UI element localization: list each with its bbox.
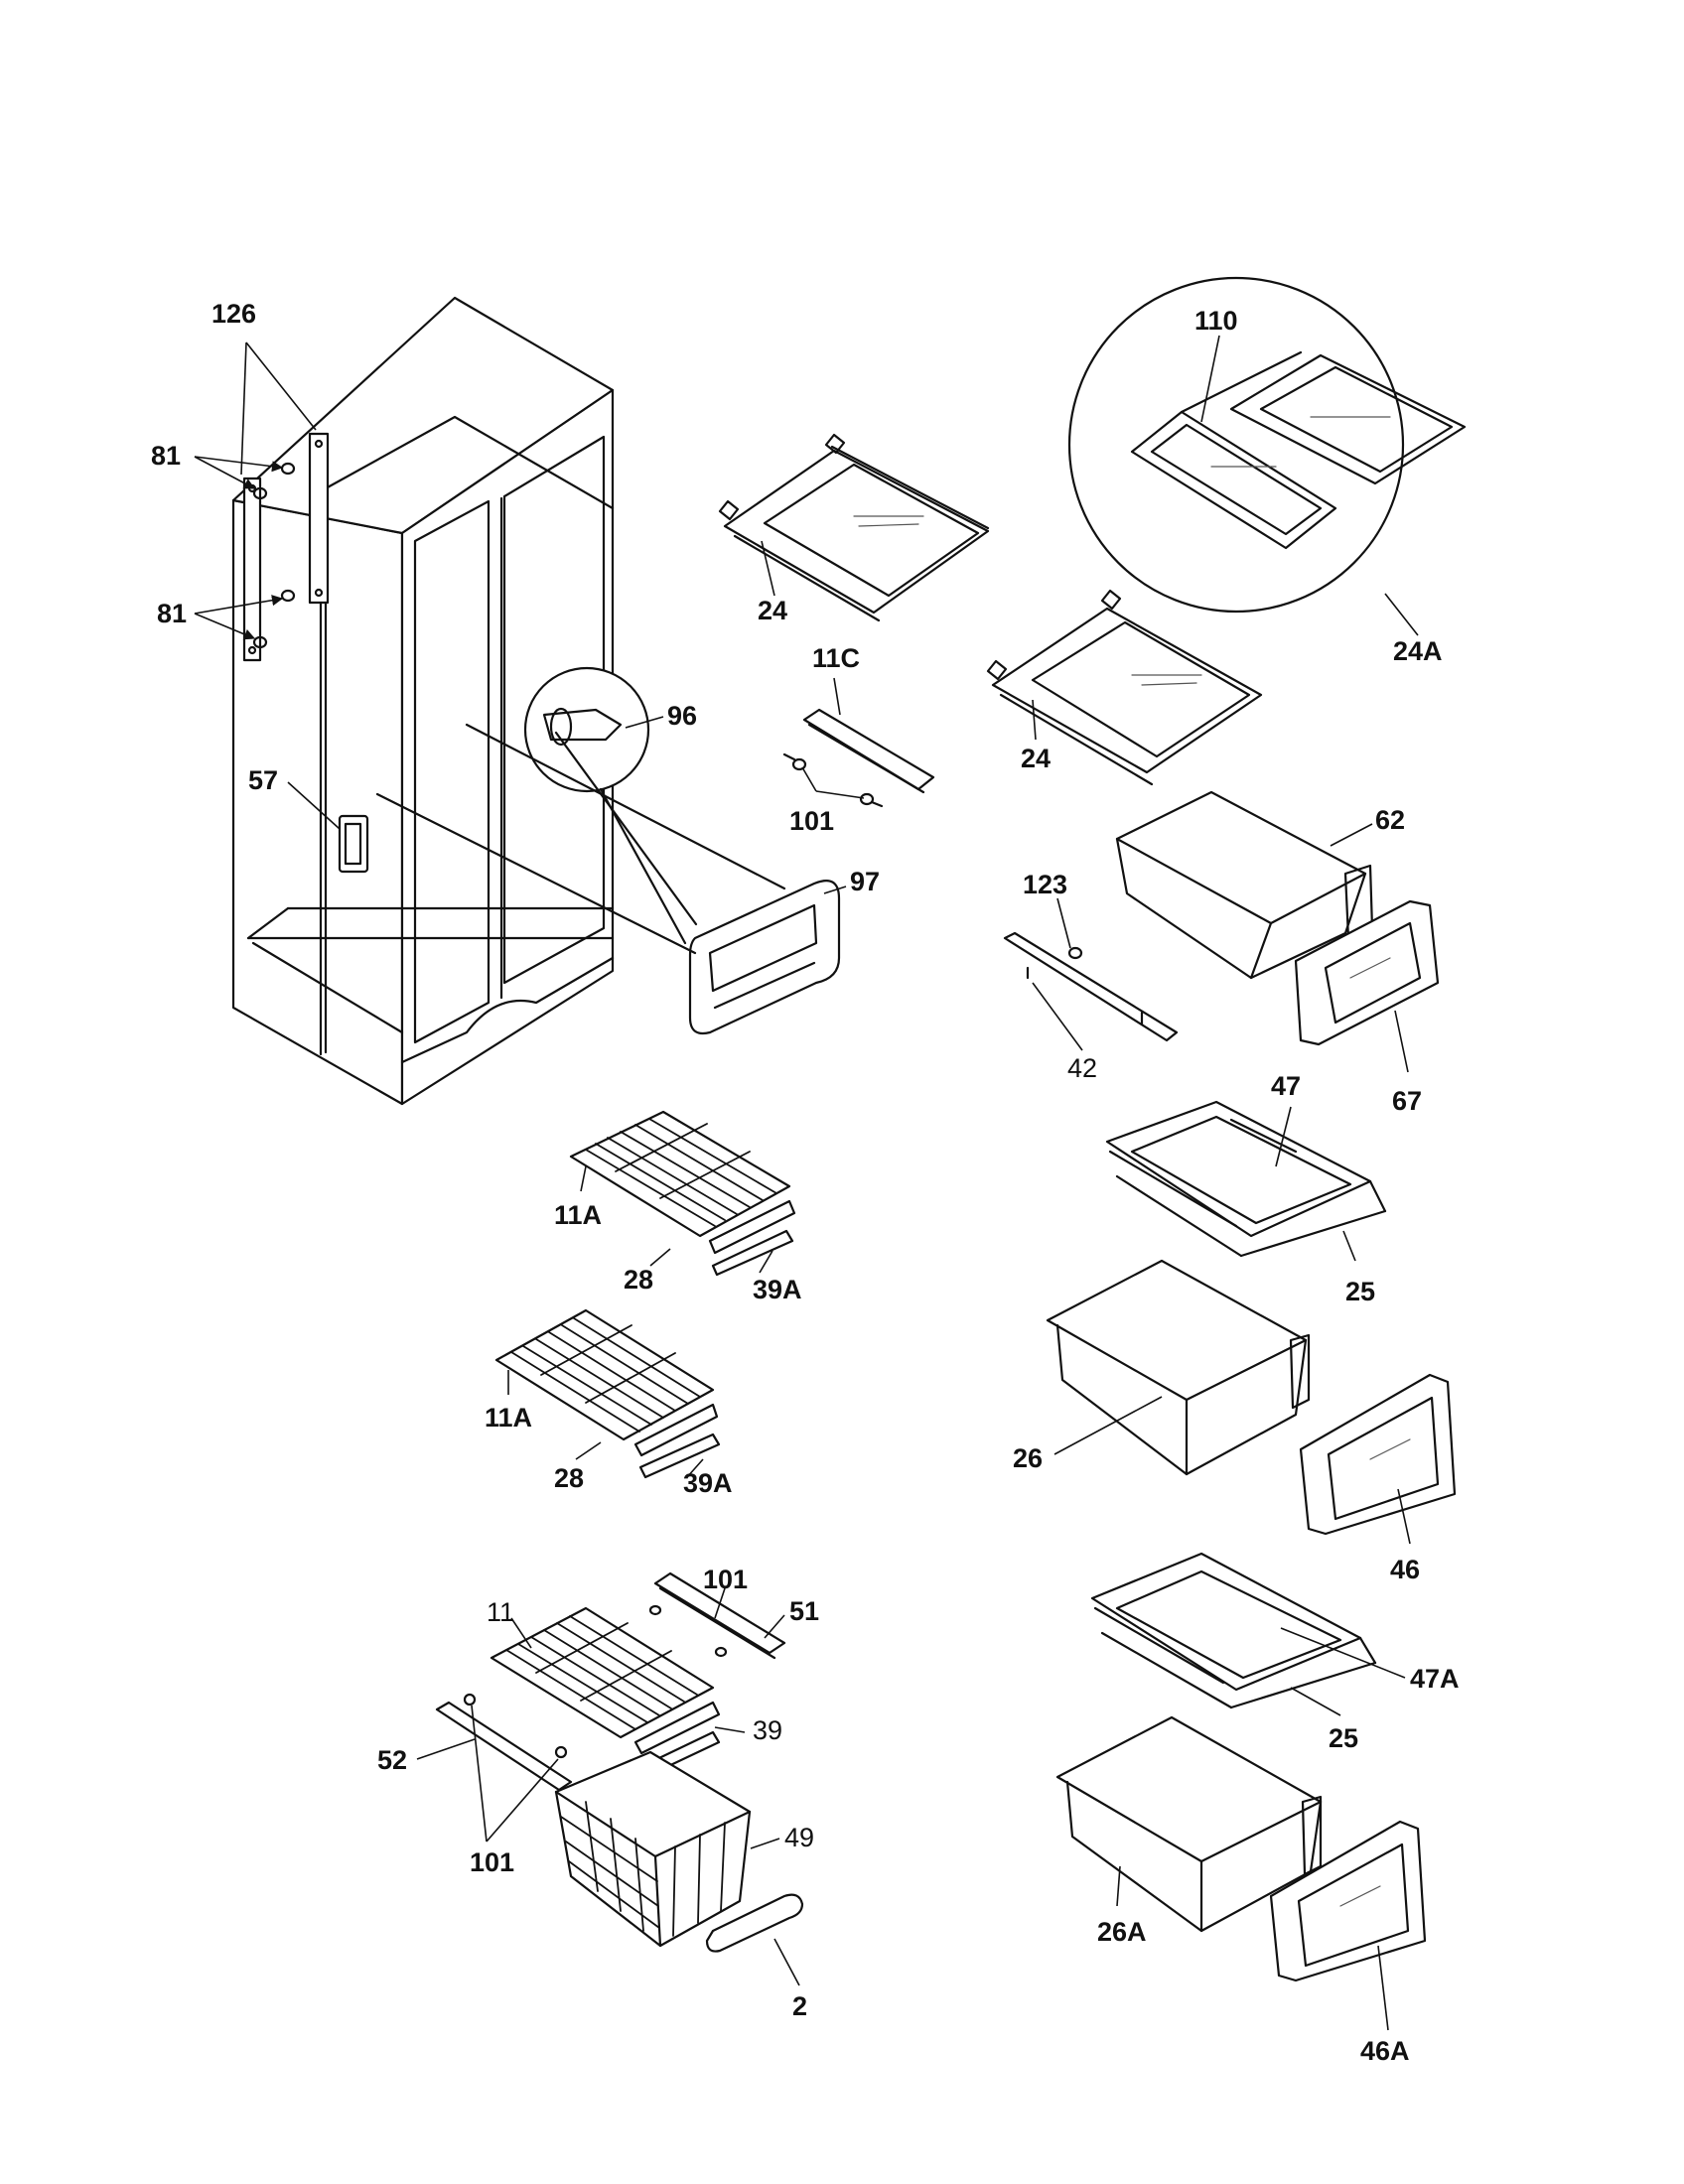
leader-lines xyxy=(194,335,1419,2031)
label-26: 26 xyxy=(1013,1443,1043,1473)
label-39A-second: 39A xyxy=(683,1468,733,1498)
label-11A-top: 11A xyxy=(554,1200,602,1230)
crisper-cover-46A xyxy=(1269,1820,1427,1982)
label-52: 52 xyxy=(377,1745,407,1775)
label-24-second: 24 xyxy=(1021,744,1051,773)
crisper-26A xyxy=(1055,1715,1323,1933)
label-11: 11 xyxy=(487,1597,514,1627)
label-67: 67 xyxy=(1392,1086,1422,1116)
label-81-top: 81 xyxy=(151,441,181,471)
screws-81 xyxy=(252,462,296,649)
rail-51 xyxy=(648,1571,786,1660)
bracket-52 xyxy=(435,1693,573,1792)
label-101-middle: 101 xyxy=(703,1565,748,1594)
crisper-26 xyxy=(1046,1259,1311,1476)
label-11A-second: 11A xyxy=(485,1403,532,1433)
cover-67 xyxy=(1294,899,1440,1046)
label-62: 62 xyxy=(1375,805,1405,835)
detail-96 xyxy=(523,666,698,945)
label-39: 39 xyxy=(753,1715,782,1745)
label-81-bottom: 81 xyxy=(157,599,187,628)
label-97: 97 xyxy=(850,867,880,896)
label-24A: 24A xyxy=(1393,636,1443,666)
handle-2 xyxy=(705,1893,804,1953)
label-123: 123 xyxy=(1023,870,1067,899)
crisper-cover-46 xyxy=(1299,1373,1457,1536)
label-28-second: 28 xyxy=(554,1463,584,1493)
crisper-cover-47A xyxy=(1090,1552,1377,1709)
label-101-top: 101 xyxy=(789,806,834,836)
label-25-top: 25 xyxy=(1345,1277,1375,1306)
bar-42 xyxy=(1003,931,1179,1042)
label-39A-top: 39A xyxy=(753,1275,802,1304)
light-housing-97 xyxy=(375,723,841,1035)
door-trim-126 xyxy=(242,432,330,662)
crisper-cover-47 xyxy=(1105,1100,1387,1258)
label-49: 49 xyxy=(784,1823,814,1852)
wire-shelf-11A-second xyxy=(494,1308,721,1479)
label-25-bottom: 25 xyxy=(1329,1723,1358,1753)
label-28-top: 28 xyxy=(624,1265,653,1295)
label-47A: 47A xyxy=(1410,1664,1460,1694)
shelf-24-top xyxy=(718,433,990,622)
label-110: 110 xyxy=(1194,306,1238,336)
wire-shelf-11A-top xyxy=(569,1110,796,1277)
label-46: 46 xyxy=(1390,1555,1420,1584)
label-126: 126 xyxy=(211,299,256,329)
label-57: 57 xyxy=(248,765,278,795)
cabinet xyxy=(231,296,615,1106)
part-labels: 126 81 81 57 96 97 24 11C 101 24 110 24A… xyxy=(151,299,1460,2066)
label-46A: 46A xyxy=(1360,2036,1410,2066)
switch-57 xyxy=(338,814,369,874)
label-101-bottom: 101 xyxy=(470,1847,514,1877)
label-24-top: 24 xyxy=(758,596,787,625)
basket-49 xyxy=(554,1750,752,1948)
label-47: 47 xyxy=(1271,1071,1301,1101)
label-42: 42 xyxy=(1067,1053,1097,1083)
label-11C: 11C xyxy=(812,643,860,673)
rail-11C xyxy=(782,708,935,808)
label-51: 51 xyxy=(789,1596,819,1626)
label-26A: 26A xyxy=(1097,1917,1147,1947)
pan-62 xyxy=(1115,790,1374,980)
label-2: 2 xyxy=(792,1991,807,2021)
label-96: 96 xyxy=(667,701,697,731)
detail-24A xyxy=(1067,276,1467,614)
wire-shelf-11 xyxy=(490,1606,721,1779)
shelf-24-second xyxy=(986,589,1263,786)
